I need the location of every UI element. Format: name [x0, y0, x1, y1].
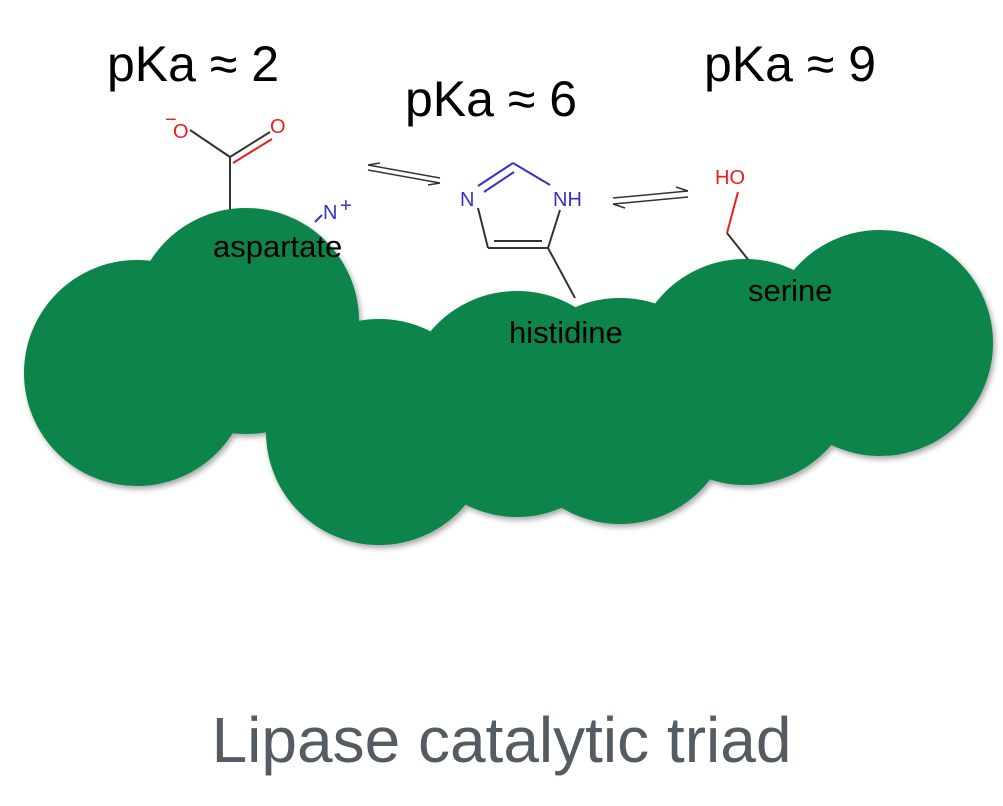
histidine-structure	[477, 162, 576, 299]
bond	[229, 131, 271, 158]
label-serine: serine	[748, 273, 833, 308]
bond	[314, 214, 323, 223]
aspartate-structure	[189, 129, 323, 223]
atom-o-double: O	[270, 116, 286, 138]
serine-structure	[726, 191, 751, 263]
slide-title: Lipase catalytic triad	[211, 704, 792, 776]
pka-aspartate: pKa ≈ 2	[107, 36, 279, 92]
equilibrium-arrow-left	[367, 162, 441, 186]
plus-charge: +	[340, 195, 352, 217]
blob	[266, 319, 492, 545]
label-histidine: histidine	[509, 315, 623, 350]
label-aspartate: aspartate	[213, 229, 343, 264]
protein-blobs	[24, 208, 993, 545]
pka-histidine: pKa ≈ 6	[405, 71, 577, 127]
atom-his-nh: NH	[553, 189, 582, 211]
bond	[189, 129, 231, 158]
atom-ser-ho: HO	[715, 167, 745, 189]
bond	[232, 138, 273, 164]
atom-o-minus: O	[173, 121, 189, 143]
atom-n-plus: N	[323, 202, 337, 224]
atom-his-n: N	[460, 189, 474, 211]
minus-charge: −	[165, 109, 177, 131]
equilibrium-arrow-right	[612, 186, 689, 209]
blob	[767, 230, 993, 456]
pka-serine: pKa ≈ 9	[704, 36, 876, 92]
blob	[507, 298, 733, 524]
